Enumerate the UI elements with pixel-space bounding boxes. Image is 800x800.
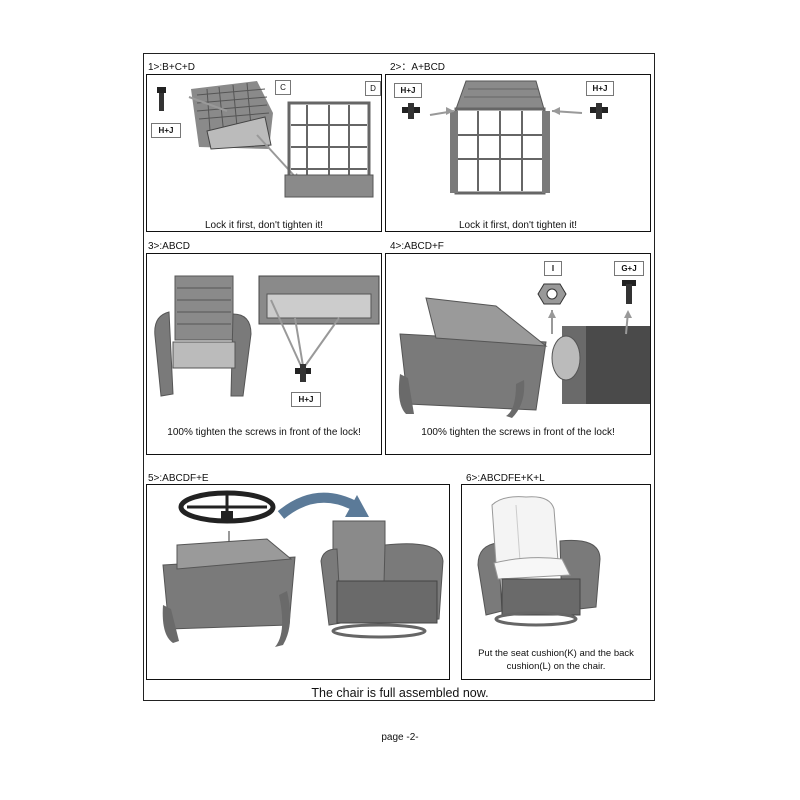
step-6-panel: Put the seat cushion(K) and the back cus… bbox=[461, 484, 651, 680]
step-3-title: 3>:ABCD bbox=[148, 241, 190, 252]
step-1-panel: H+J C D Lock it first, don't tighten it! bbox=[146, 74, 382, 232]
step-3-caption: 100% tighten the screws in front of the … bbox=[167, 427, 361, 438]
seat-frame bbox=[450, 80, 550, 195]
step-2-title: 2>：A+BCD bbox=[390, 62, 446, 73]
nut-icon bbox=[537, 283, 567, 305]
step-4-caption: 100% tighten the screws in front of the … bbox=[421, 427, 615, 438]
chair-upside-down bbox=[398, 297, 548, 418]
hj-label: H+J bbox=[291, 392, 321, 407]
hj-label: H+J bbox=[151, 123, 181, 138]
c-label: C bbox=[275, 80, 291, 95]
bolt-icon bbox=[590, 103, 608, 119]
step-2-caption: Lock it first, don't tighten it! bbox=[458, 220, 578, 231]
step-6-caption-line-2: cushion(L) on the chair. bbox=[506, 661, 606, 672]
page-number: page -2- bbox=[381, 732, 419, 743]
bolt-icon bbox=[402, 103, 420, 119]
d-label: D bbox=[365, 81, 381, 96]
step-6-title: 6>:ABCDFE+K+L bbox=[466, 473, 545, 484]
side-frame bbox=[284, 101, 374, 198]
step-6-illustration bbox=[477, 496, 601, 627]
curved-arrow-icon bbox=[277, 492, 369, 519]
step-1-caption: Lock it first, don't tighten it! bbox=[204, 220, 324, 231]
detail-photo bbox=[258, 275, 380, 325]
bolt-icon bbox=[622, 280, 636, 304]
hj-label-left: H+J bbox=[394, 83, 422, 98]
detail-photo bbox=[191, 81, 273, 150]
step-5-panel bbox=[146, 484, 450, 680]
step-4-title: 4>:ABCD+F bbox=[390, 241, 444, 252]
step-3-panel: H+J 100% tighten the screws in front of … bbox=[146, 253, 382, 455]
step-2-panel: H+J H+J Lock it first, don't tighten it! bbox=[385, 74, 651, 232]
assembled-chair bbox=[320, 520, 444, 639]
step-3-illustration bbox=[154, 275, 380, 397]
step-1-illustration bbox=[157, 81, 374, 198]
step-6-caption-line-1: Put the seat cushion(K) and the back bbox=[478, 648, 634, 659]
step-1-title: 1>:B+C+D bbox=[148, 62, 195, 73]
bolt-icon bbox=[295, 364, 311, 382]
chair-frame bbox=[154, 275, 252, 397]
i-label: I bbox=[544, 261, 562, 276]
finished-chair bbox=[477, 496, 601, 627]
chair-upside-down bbox=[162, 538, 296, 647]
swivel-base-icon bbox=[178, 490, 276, 524]
completion-message: The chair is full assembled now. bbox=[311, 686, 489, 700]
instruction-sheet bbox=[143, 53, 655, 701]
bolt-icon bbox=[157, 87, 166, 111]
step-5-illustration bbox=[162, 490, 444, 647]
swivel-detail bbox=[551, 326, 650, 404]
step-4-panel: I G+J 100% tighten the screws in front o… bbox=[385, 253, 651, 455]
step-5-title: 5>:ABCDF+E bbox=[148, 473, 209, 484]
step-2-illustration bbox=[402, 80, 608, 195]
hj-label-right: H+J bbox=[586, 81, 614, 96]
gj-label: G+J bbox=[614, 261, 644, 276]
step-4-illustration bbox=[398, 280, 650, 418]
